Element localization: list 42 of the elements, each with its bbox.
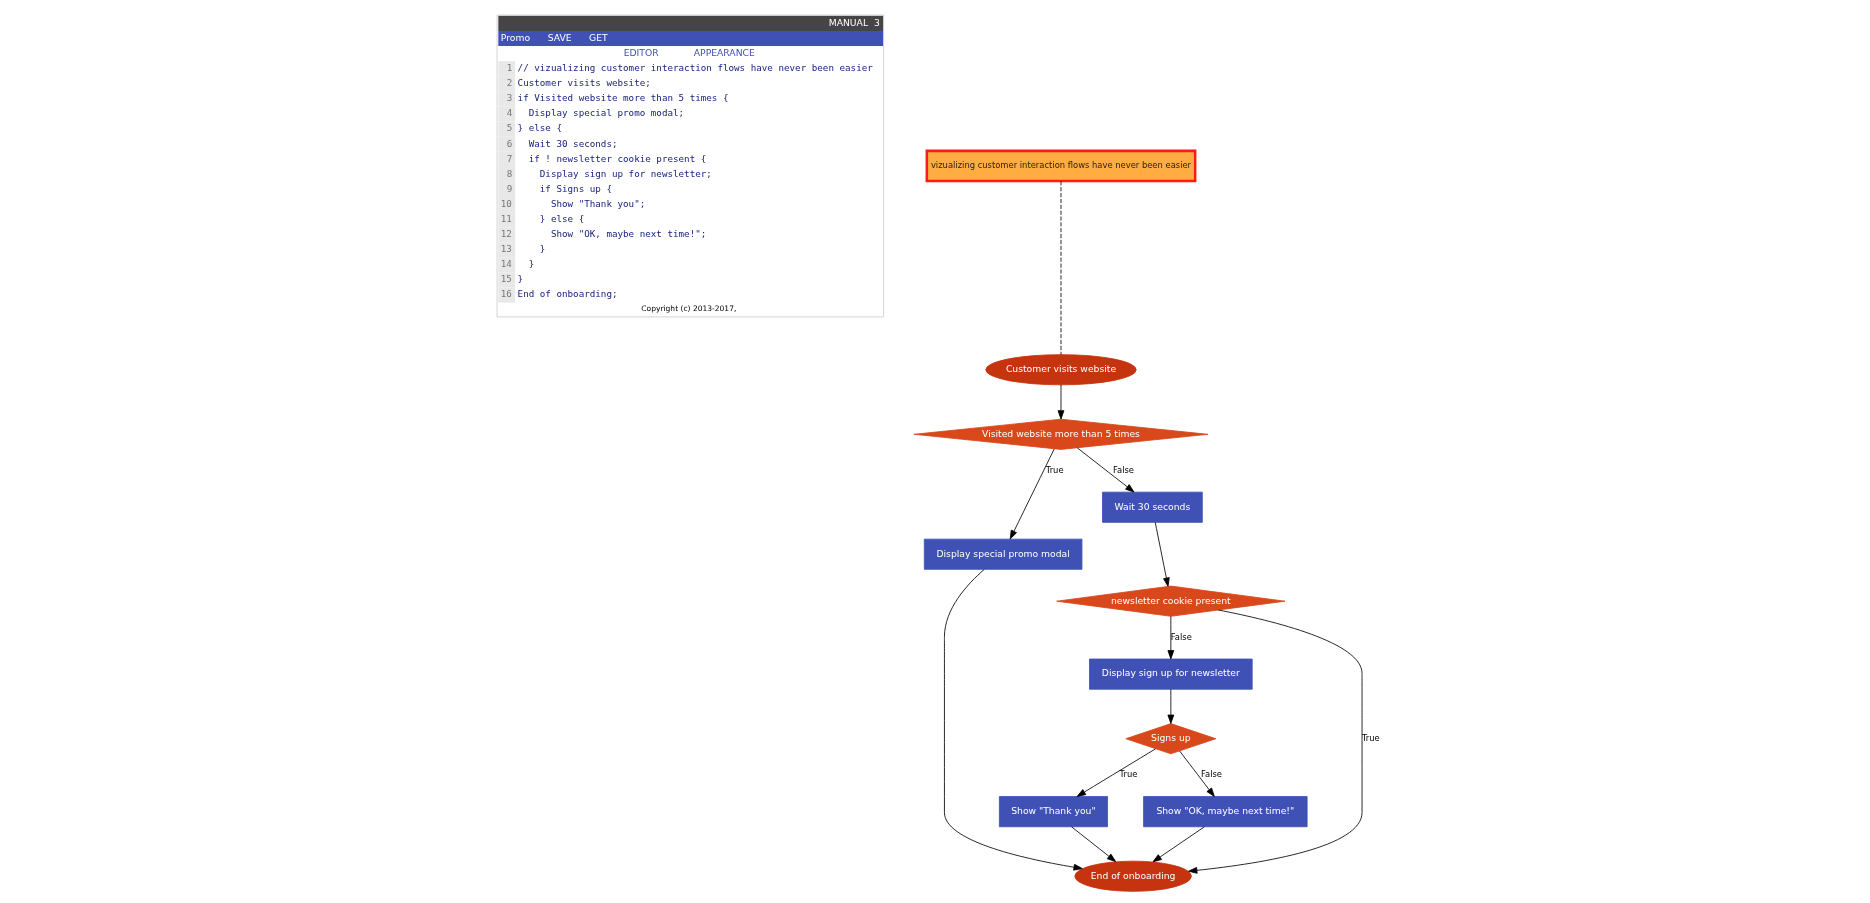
label: 7 — [506, 152, 513, 164]
label: 16 — [500, 288, 512, 300]
label: 9 — [506, 182, 513, 194]
label: 8 — [506, 167, 513, 179]
label: 14 — [500, 258, 512, 270]
label: MANUAL 3 — [828, 16, 880, 28]
label: Display sign up for newsletter; — [539, 167, 712, 179]
label: Show "Thank you"; — [550, 197, 646, 209]
label: EDITOR APPEARANCE — [623, 46, 755, 58]
label: 3 — [506, 92, 513, 104]
edge-label: True — [1045, 464, 1064, 475]
label: } — [539, 243, 546, 255]
label: 10 — [500, 197, 512, 209]
label: Wait 30 seconds; — [528, 137, 618, 149]
label: 11 — [500, 212, 512, 224]
label: } else { — [517, 122, 563, 134]
edge-label: True — [1361, 732, 1380, 743]
label: if ! newsletter cookie present { — [528, 152, 707, 164]
edge-label: False — [1112, 464, 1134, 475]
label: Promo SAVE GET — [500, 31, 608, 43]
label: 6 — [506, 137, 513, 149]
label: 5 — [506, 122, 513, 134]
label: } — [517, 273, 524, 285]
label: Copyright (c) 2013-2017, — [641, 304, 737, 314]
label: 4 — [506, 107, 513, 119]
label: 12 — [500, 228, 512, 240]
label: Customer visits website; — [517, 77, 651, 89]
label: } — [528, 258, 535, 270]
label: Show "OK, maybe next time!"; — [550, 228, 707, 240]
label: if Visited website more than 5 times { — [517, 92, 729, 104]
edge-label: True — [1119, 769, 1138, 780]
label: 15 — [500, 273, 512, 285]
label: if Signs up { — [539, 182, 612, 194]
edge-label: False — [1170, 631, 1192, 642]
label: // vizualizing customer interaction flows have never been easier — [517, 62, 873, 74]
edge-label: False — [1201, 769, 1223, 780]
label: 13 — [500, 243, 512, 255]
label: 2 — [506, 77, 513, 89]
label: 1 — [506, 62, 513, 74]
label: Display special promo modal; — [528, 107, 685, 119]
label: End of onboarding; — [517, 288, 618, 300]
label: } else { — [539, 212, 585, 224]
